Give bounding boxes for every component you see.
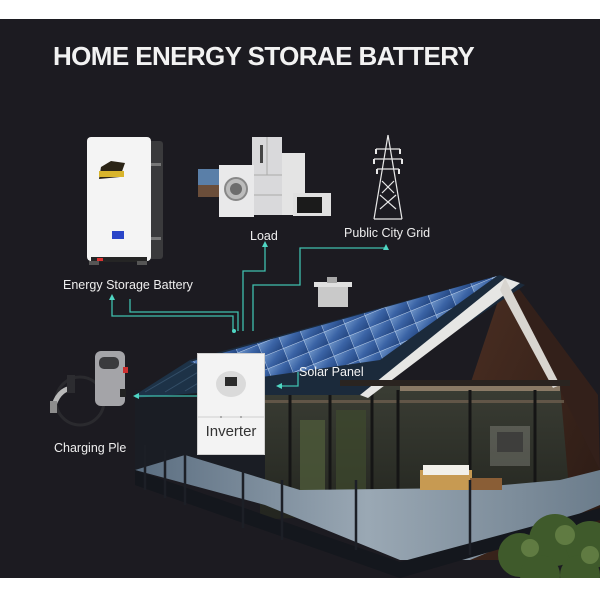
- page-title: HOME ENERGY STORAE BATTERY: [53, 41, 475, 71]
- charger-label: Charging Ple: [54, 441, 127, 455]
- wall-battery-icon: [85, 137, 165, 265]
- infographic-panel: HOME ENERGY STORAE BATTERY: [0, 19, 600, 578]
- home-appliances-icon: [198, 137, 333, 217]
- solar-panel-label: Solar Panel: [299, 365, 364, 379]
- grid-label: Public City Grid: [344, 226, 431, 240]
- ev-charger-icon: [50, 349, 135, 431]
- battery-label: Energy Storage Battery: [63, 278, 193, 292]
- connector-lines: [109, 241, 389, 399]
- power-tower-icon: [370, 133, 406, 221]
- inverter-icon: Inverter: [197, 353, 265, 455]
- load-label: Load: [250, 229, 278, 243]
- inverter-label: Inverter: [205, 423, 257, 440]
